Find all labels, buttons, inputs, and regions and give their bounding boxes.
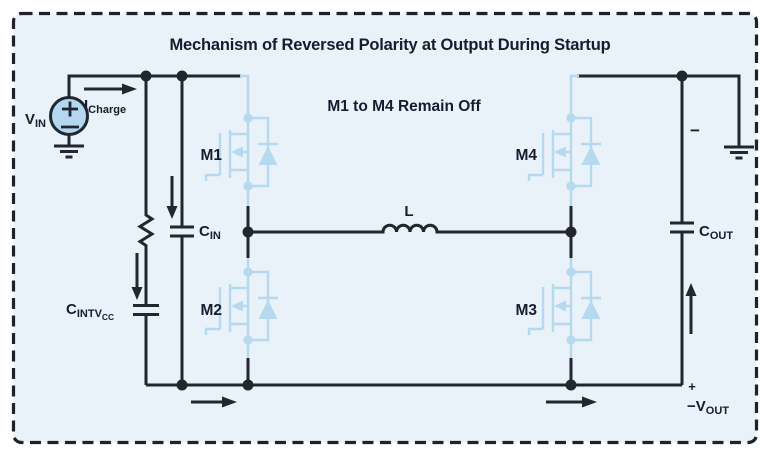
cin-label: CIN	[199, 223, 221, 242]
mosfet-m2-label: M2	[200, 302, 222, 319]
output-plus-label: +	[688, 379, 696, 394]
mosfet-m4-label: M4	[515, 147, 537, 164]
cin-capacitor	[170, 225, 194, 238]
bottom-left-arrowhead	[222, 396, 237, 408]
cin-current-arrowhead	[166, 206, 178, 219]
junction-dot	[140, 70, 152, 82]
junctions-and-arrowheads	[122, 70, 697, 408]
inductor	[248, 223, 571, 234]
inductor-label: L	[404, 203, 413, 220]
output-vout-label: −VOUT	[687, 398, 729, 417]
cout-capacitor	[670, 221, 694, 234]
cout-current-arrowhead	[685, 283, 697, 296]
cintvcc-label: CINTVCC	[66, 301, 114, 322]
cintvcc-current-arrowhead	[131, 287, 143, 300]
junction-dot	[176, 379, 188, 391]
bottom-right-arrowhead	[582, 396, 597, 408]
junction-dot	[242, 379, 254, 391]
top-rail-right	[577, 74, 741, 147]
diagram-title: Mechanism of Reversed Polarity at Output…	[170, 36, 611, 54]
junction-dot	[676, 70, 688, 82]
junction-dot	[565, 379, 577, 391]
vin-polarity-marks	[61, 101, 79, 129]
icharge-arrowhead	[122, 83, 137, 95]
note-label: M1 to M4 Remain Off	[327, 98, 481, 115]
junction-dot	[176, 70, 188, 82]
icharge-label: ICharge	[84, 97, 126, 116]
mosfet-m3-label: M3	[515, 302, 537, 319]
cout-label: COUT	[699, 223, 733, 242]
vin-label: VIN	[25, 111, 46, 130]
vin-source	[49, 96, 89, 136]
resistor	[137, 76, 155, 305]
mosfet-m1-label: M1	[200, 147, 222, 164]
junction-dot	[242, 226, 254, 238]
junction-dot	[565, 226, 577, 238]
wiring	[52, 74, 756, 404]
cout-negative-label: −	[690, 121, 700, 140]
cintvcc-capacitor	[133, 304, 159, 316]
